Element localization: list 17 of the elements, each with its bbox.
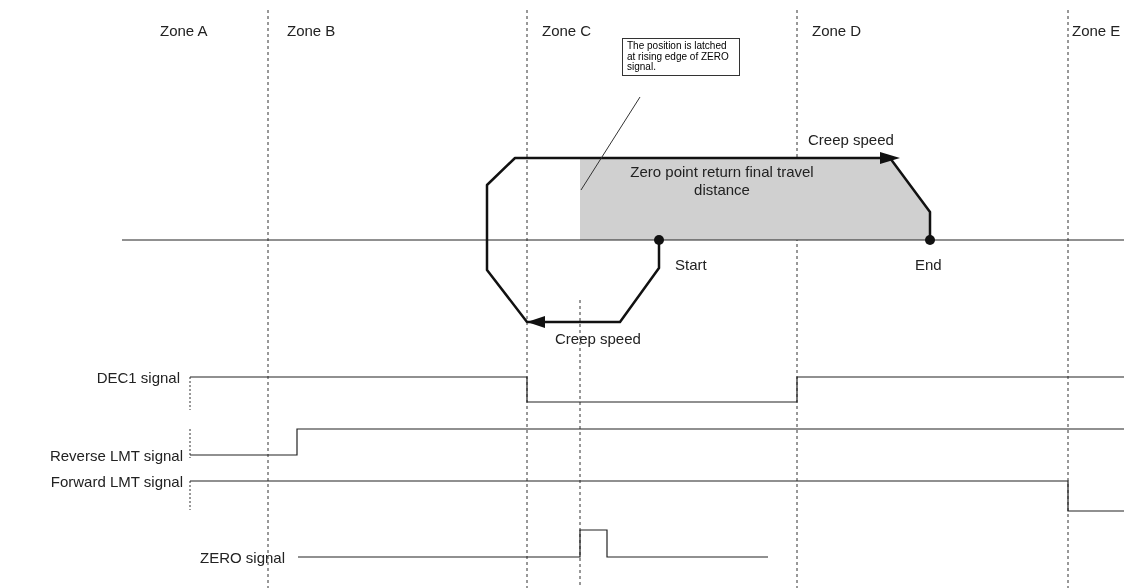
point-label: Start [675, 256, 707, 274]
callout-box: The position is latched at rising edge of ZERO signal. [622, 38, 740, 76]
region-label: Zero point return final travel distance [629, 163, 815, 199]
signal-name: DEC1 signal [96, 369, 180, 387]
speed-label: Creep speed [808, 131, 894, 149]
signal-name: Forward LMT signal [50, 473, 183, 491]
point-label: End [915, 256, 942, 274]
zone-label: Zone E [1072, 22, 1121, 40]
zone-label: Zone B [287, 22, 336, 40]
zone-label: Zone C [542, 22, 592, 40]
signal-name: Reverse LMT signal [49, 447, 183, 465]
zone-label: Zone A [160, 22, 208, 40]
signal-name: ZERO signal [199, 549, 285, 567]
zone-label: Zone D [812, 22, 862, 40]
leader-line [580, 96, 641, 191]
speed-label: Creep speed [555, 330, 641, 348]
shaded-region [580, 158, 930, 240]
